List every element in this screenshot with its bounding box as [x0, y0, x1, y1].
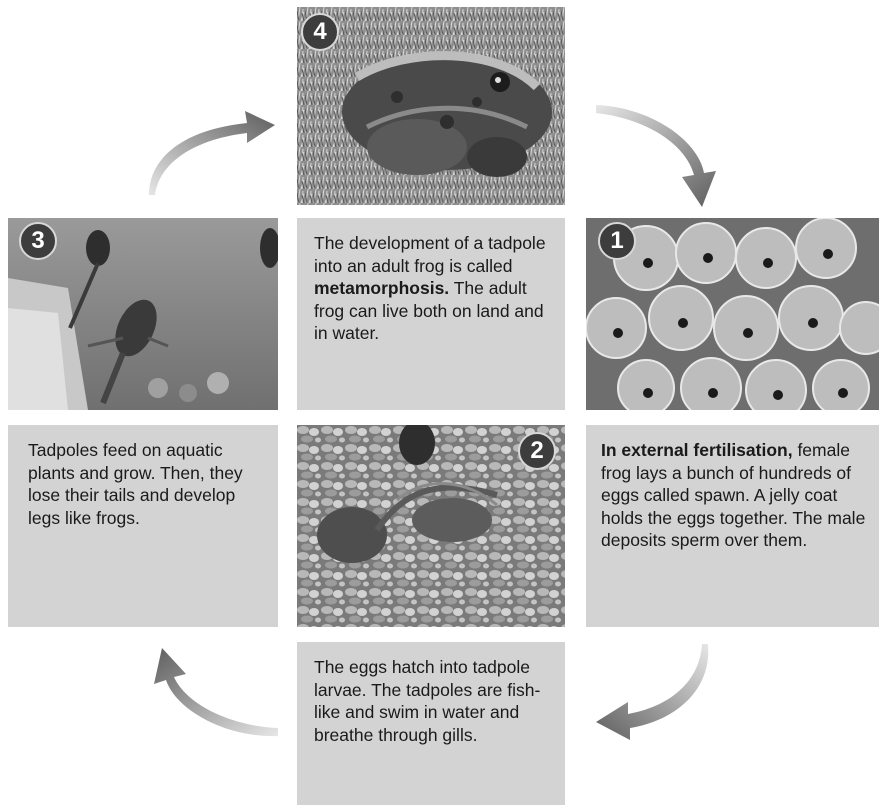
stage-badge-1: 1	[598, 222, 636, 260]
tadpole-feeding-text: Tadpoles feed on aquatic plants and grow…	[28, 440, 243, 528]
cycle-arrow-1-to-2	[590, 640, 720, 755]
eggs-hatch-text-box: The eggs hatch into tadpole larvae. The …	[297, 642, 565, 805]
tadpole-feeding-text-box: Tadpoles feed on aquatic plants and grow…	[8, 425, 278, 627]
cycle-arrow-4-to-1	[590, 95, 730, 215]
external-fertilisation-term: In external fertilisation,	[601, 440, 793, 460]
stage-badge-2: 2	[518, 432, 556, 470]
eggs-hatch-text: The eggs hatch into tadpole larvae. The …	[314, 657, 540, 745]
stage-badge-3: 3	[19, 222, 57, 260]
metamorphosis-text-box: The development of a tadpole into an adu…	[297, 218, 565, 410]
cycle-arrow-2-to-3	[140, 640, 290, 750]
metamorphosis-term: metamorphosis.	[314, 278, 449, 298]
cycle-arrow-3-to-4	[135, 95, 285, 205]
metamorphosis-text: The development of a tadpole into an adu…	[314, 233, 546, 276]
stage-badge-4: 4	[301, 13, 339, 51]
external-fertilisation-text-box: In external fertilisation, female frog l…	[586, 425, 879, 627]
